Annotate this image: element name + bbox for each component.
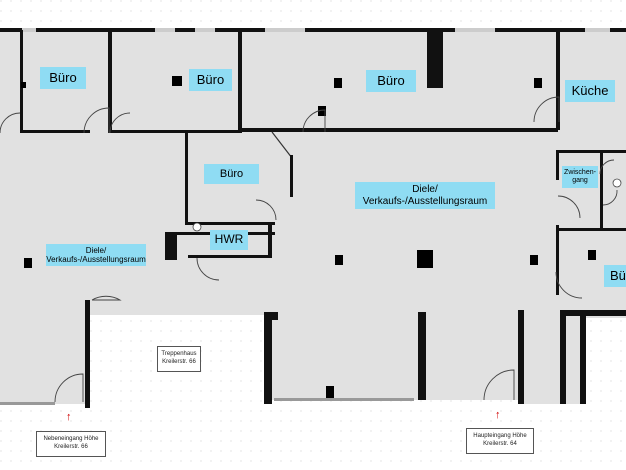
room-label-kueche: Küche (565, 80, 615, 102)
room-label-zwischengang: Zwischen- gang (562, 166, 598, 188)
room-label-hwr: HWR (210, 230, 248, 250)
room-label-buero-2: Büro (189, 69, 232, 91)
room-label-buero-right-partial: Bü (604, 265, 626, 287)
nebeneingang-arrow-icon: ↑ (66, 411, 72, 423)
interior-floor (0, 30, 626, 404)
exterior-walls (0, 28, 626, 408)
haupteingang-arrow-icon: ↑ (495, 409, 501, 421)
note-treppenhaus: Treppenhaus Kreilerstr. 66 (157, 346, 201, 372)
room-label-diele-main: Diele/ Verkaufs-/Ausstellungsraum (355, 182, 495, 209)
room-label-diele-left: Diele/ Verkaufs-/Ausstellungsraum (46, 244, 146, 266)
room-label-buero-3: Büro (366, 70, 416, 92)
note-nebeneingang: Nebeneingang Höhe Kreilerstr. 66 (36, 431, 106, 457)
room-label-buero-4: Büro (204, 164, 259, 184)
columns (21, 76, 596, 398)
note-haupteingang: Haupteingang Höhe Kreilerstr. 64 (466, 428, 534, 454)
doors (0, 96, 618, 403)
room-label-buero-1: Büro (40, 67, 86, 89)
sink-icon (192, 178, 622, 232)
